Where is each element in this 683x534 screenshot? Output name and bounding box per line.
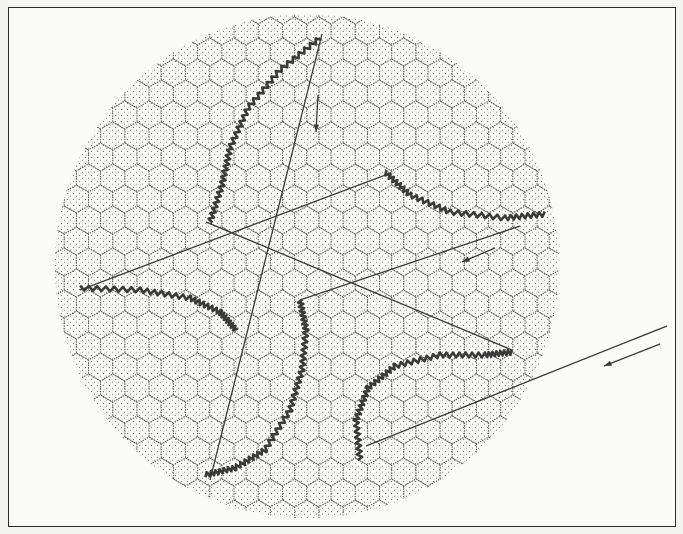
hex-cell (40, 185, 64, 213)
stippled-cell-field (55, 14, 559, 518)
hex-cell (549, 185, 573, 213)
